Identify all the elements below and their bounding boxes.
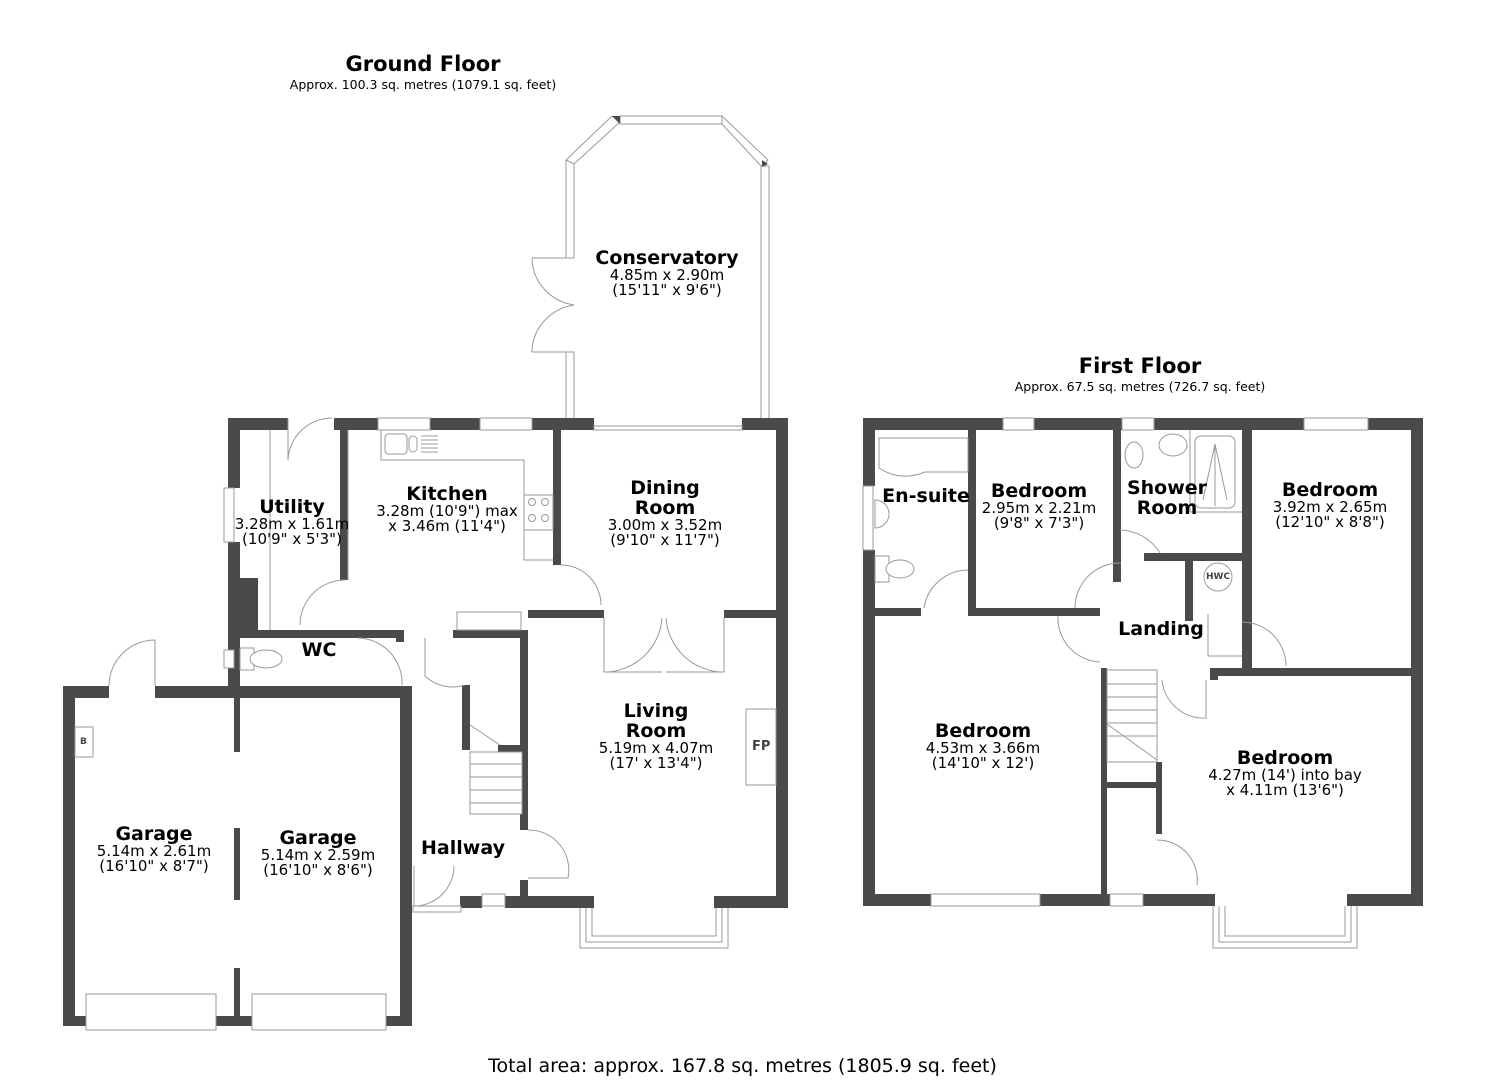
ground-floor-plan (63, 114, 1423, 1031)
room-label-bedroom-4: Bedroom 4.27m (14') into bay x 4.11m (13… (1208, 747, 1362, 799)
ground-floor-area: Approx. 100.3 sq. metres (1079.1 sq. fee… (289, 77, 557, 92)
room-label-shower-room: Shower Room (1126, 477, 1208, 519)
first-floor-plan (862, 417, 1423, 949)
bathroom-fixtures (874, 430, 1242, 592)
room-label-bedroom-1: Bedroom 4.53m x 3.66m (14'10" x 12') (925, 720, 1041, 772)
stairs-ground (469, 724, 523, 815)
room-label-utility: Utility 3.28m x 1.61m (10'9" x 5'3") (234, 496, 350, 548)
walls-ground (63, 418, 788, 1026)
conservatory-glazing (531, 114, 770, 421)
room-label-conservatory: Conservatory 4.85m x 2.90m (15'11" x 9'6… (595, 247, 739, 299)
total-area: Total area: approx. 167.8 sq. metres (18… (488, 1055, 997, 1077)
doors-first (923, 529, 1287, 886)
ground-floor-title: Ground Floor (345, 52, 501, 76)
room-label-en-suite: En-suite (882, 485, 970, 507)
walls-first (863, 418, 1423, 906)
room-label-wc: WC (301, 639, 337, 661)
kitchen-units (74, 430, 777, 786)
fireplace-label: FP (752, 739, 771, 754)
boiler-label: B (80, 737, 87, 747)
room-label-garage-left: Garage 5.14m x 2.61m (16'10" x 8'7") (96, 823, 212, 875)
doors-ground (108, 417, 725, 907)
windows-ground (85, 417, 743, 1031)
room-label-living-room: Living Room 5.19m x 4.07m (17' x 13'4") (598, 700, 714, 772)
room-label-landing: Landing (1118, 618, 1204, 640)
first-floor-title: First Floor (1078, 354, 1202, 378)
hot-water-cylinder-label: HWC (1206, 572, 1231, 582)
stairs-first (1106, 669, 1158, 763)
first-floor-area: Approx. 67.5 sq. metres (726.7 sq. feet) (1014, 379, 1266, 394)
windows-first (862, 417, 1369, 949)
room-label-kitchen: Kitchen 3.28m (10'9") max x 3.46m (11'4"… (376, 483, 518, 535)
room-label-bedroom-3: Bedroom 3.92m x 2.65m (12'10" x 8'8") (1272, 479, 1388, 531)
room-label-dining-room: Dining Room 3.00m x 3.52m (9'10" x 11'7"… (607, 477, 723, 549)
room-label-hallway: Hallway (421, 837, 505, 859)
room-label-bedroom-2: Bedroom 2.95m x 2.21m (9'8" x 7'3") (981, 480, 1097, 532)
room-label-garage-right: Garage 5.14m x 2.59m (16'10" x 8'6") (260, 827, 376, 879)
